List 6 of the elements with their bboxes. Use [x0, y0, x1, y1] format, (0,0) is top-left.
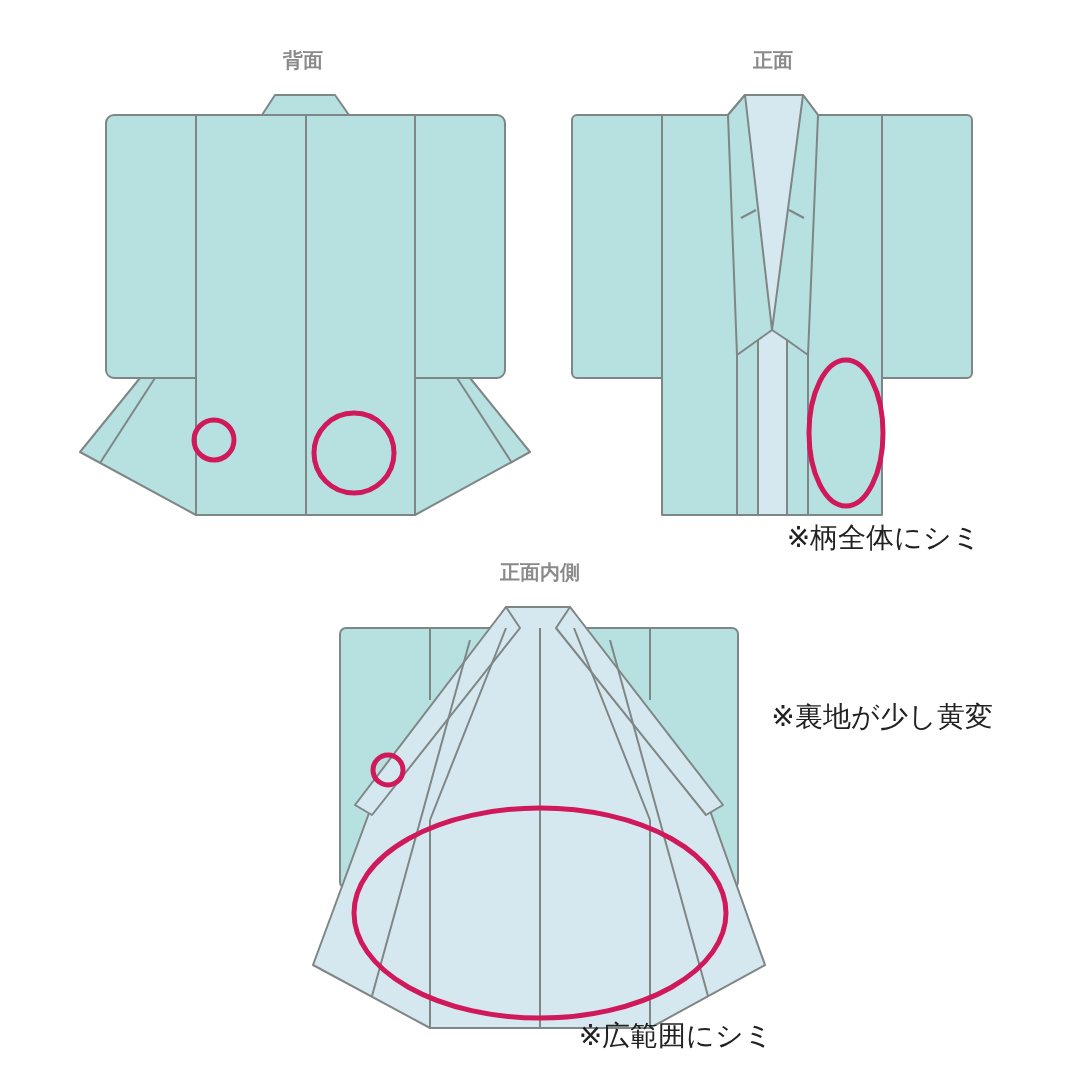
note-text: ※広範囲にシミ	[578, 1018, 774, 1054]
view-title: 背面	[283, 46, 323, 74]
note-text: ※柄全体にシミ	[786, 520, 982, 556]
note-text: ※裏地が少し黄変	[771, 699, 993, 735]
view-title: 正面内側	[500, 558, 580, 586]
view-title: 正面	[753, 46, 793, 74]
